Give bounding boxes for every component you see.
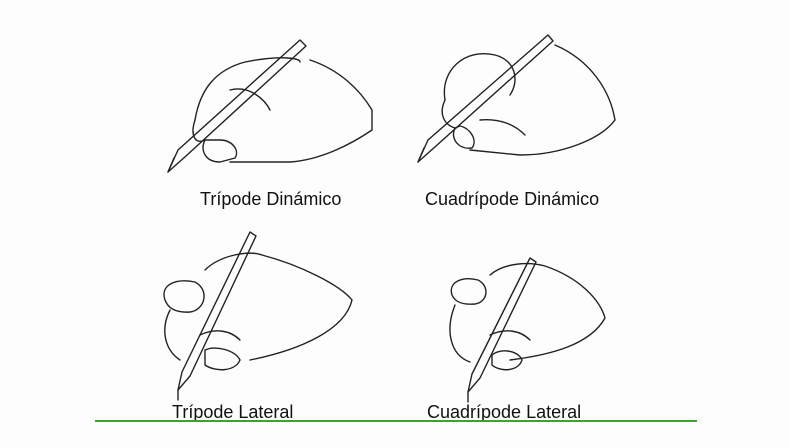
hand-tripode-lateral [163, 231, 353, 401]
label-cuadripode-dinamico: Cuadrípode Dinámico [425, 189, 600, 209]
hand-tripode-dinamico [167, 39, 373, 173]
label-tripode-dinamico: Trípode Dinámico [200, 189, 342, 209]
label-tripode-lateral: Trípode Lateral [172, 402, 294, 422]
hand-cuadripode-lateral [449, 257, 606, 403]
label-cuadripode-lateral: Cuadrípode Lateral [427, 402, 582, 422]
hand-cuadripode-dinamico [417, 34, 616, 163]
baseline-divider [95, 420, 697, 422]
